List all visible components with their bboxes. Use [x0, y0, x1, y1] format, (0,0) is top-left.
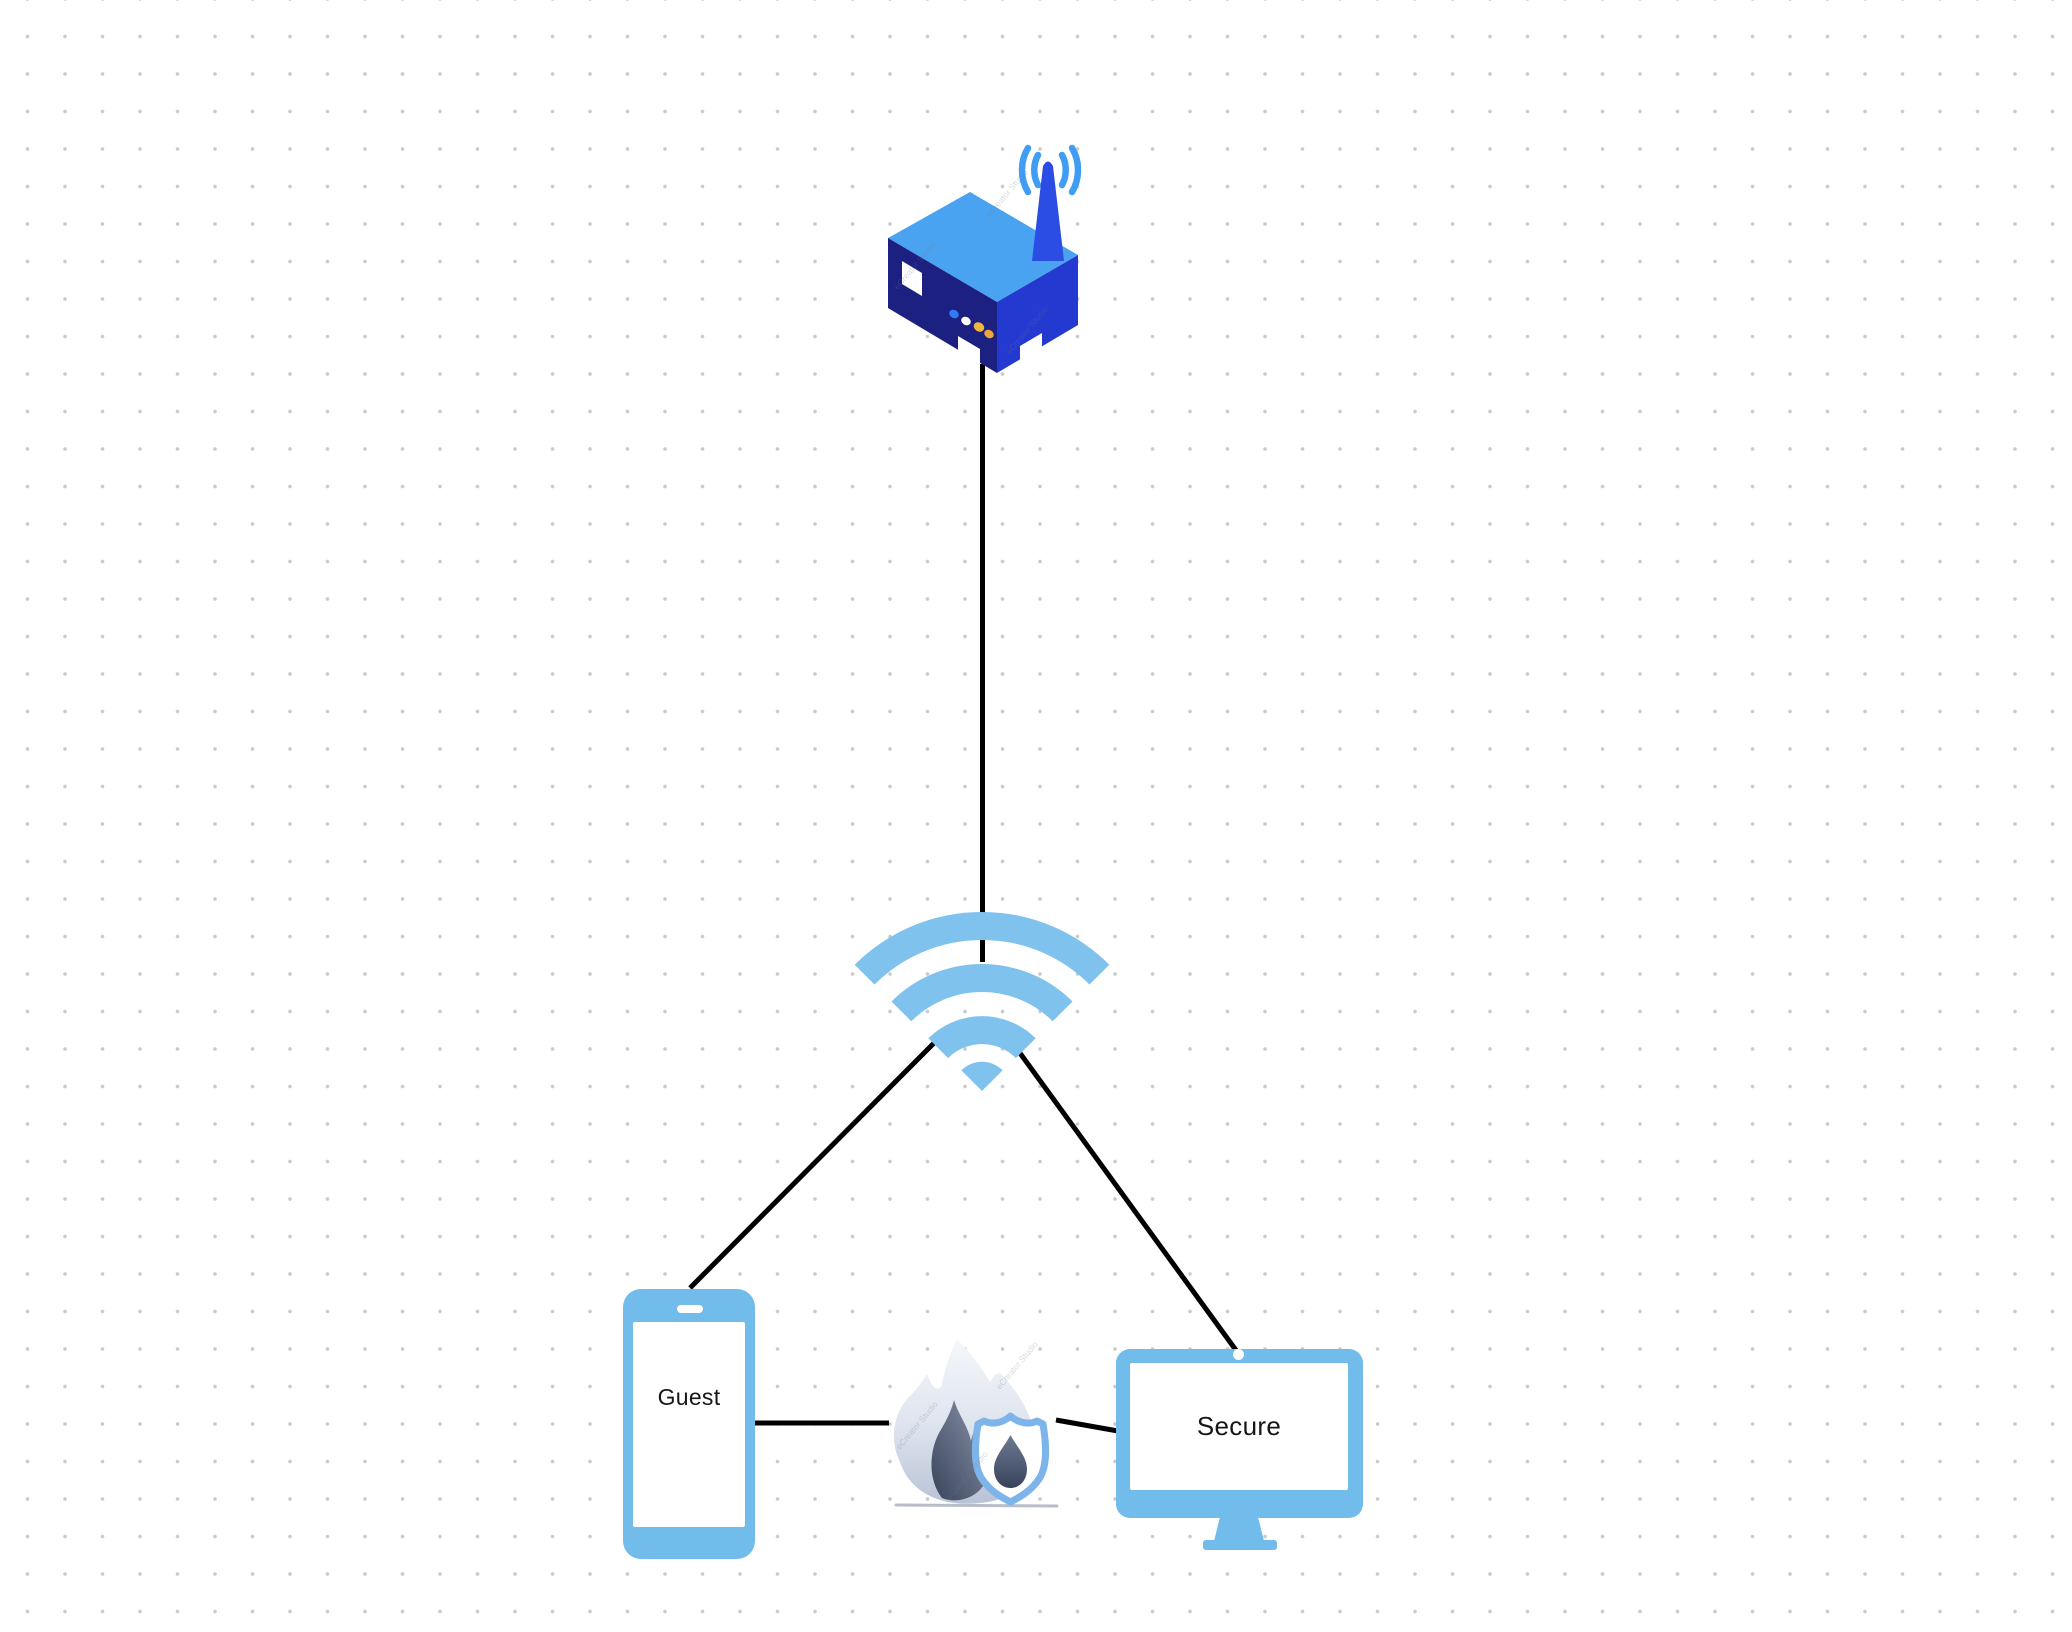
node-secure-monitor[interactable]: Secure — [1116, 1349, 1363, 1518]
monitor-stand-neck — [1214, 1517, 1264, 1541]
router-indicator-lights — [949, 309, 994, 339]
edge-firewall-secure[interactable] — [1055, 1417, 1119, 1434]
wifi-dot — [961, 1061, 1003, 1091]
monitor-screen: Secure — [1130, 1363, 1348, 1490]
phone-speaker — [677, 1305, 703, 1313]
flame-inner — [931, 1400, 989, 1501]
ground-shadow — [894, 1503, 1059, 1508]
router-foot-notch — [1020, 333, 1042, 361]
node-label-secure: Secure — [1196, 1411, 1282, 1441]
svg-text:eCreator Studio: eCreator Studio — [994, 1339, 1040, 1391]
shield-drop — [994, 1435, 1027, 1488]
router-label-plate — [902, 261, 922, 296]
router-top-face — [888, 192, 1078, 302]
wifi-signal-icon[interactable] — [845, 900, 1120, 1100]
svg-text:eCreator Studio: eCreator Studio — [984, 167, 1030, 219]
router-antenna — [1032, 161, 1064, 261]
edge-wifi-secure[interactable] — [1014, 1047, 1241, 1355]
wifi-router-icon[interactable]: eCreator Studio eCreator Studio eCreator… — [880, 140, 1092, 390]
router-foot-notch — [958, 336, 980, 364]
phone-screen: Guest — [633, 1322, 745, 1527]
node-label-guest: Guest — [657, 1384, 721, 1410]
antenna-signal-arcs — [1018, 144, 1082, 196]
monitor-stand-base — [1203, 1540, 1277, 1550]
node-guest-phone[interactable]: Guest — [623, 1289, 755, 1559]
connection-endpoint-dot[interactable] — [1233, 1349, 1244, 1360]
router-side-face — [997, 255, 1078, 373]
edge-wifi-guest[interactable] — [688, 1039, 938, 1290]
firewall-flame-shield-icon[interactable]: eCreator Studio eCreator Studio eCreator… — [880, 1330, 1070, 1515]
wifi-arcs — [854, 912, 1110, 1059]
